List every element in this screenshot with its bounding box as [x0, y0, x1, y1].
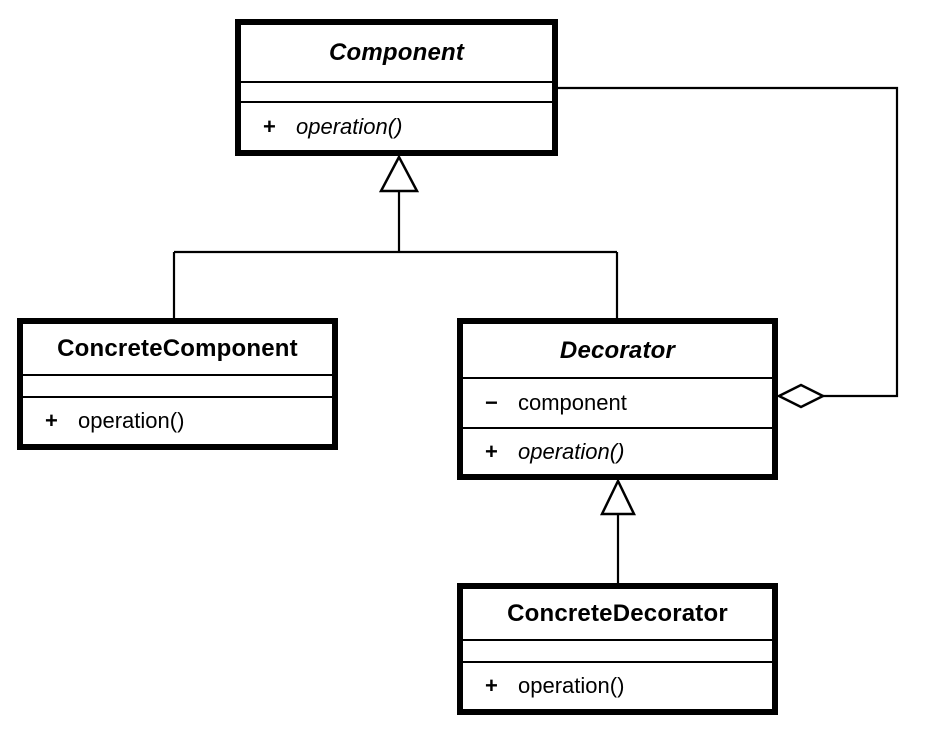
operations-compartment: + operation(): [463, 429, 772, 474]
operations-compartment: + operation(): [241, 103, 552, 150]
class-box-component: Component + operation(): [235, 19, 558, 156]
visibility-sign: +: [485, 673, 498, 698]
attributes-compartment: [241, 83, 552, 103]
attribute-row: − component: [463, 379, 772, 427]
operation-name: operation(): [296, 113, 403, 139]
attributes-compartment: − component: [463, 379, 772, 429]
attribute-name: component: [518, 390, 627, 415]
operation-row: + operation(): [241, 103, 552, 150]
generalization-lines: [172, 191, 619, 318]
visibility-sign: +: [263, 113, 276, 139]
class-box-concrete-component: ConcreteComponent + operation(): [17, 318, 338, 450]
operation-name: operation(): [78, 408, 185, 433]
visibility-sign: −: [485, 390, 498, 415]
operation-name: operation(): [518, 673, 625, 698]
aggregation-decorator-component: [558, 86, 899, 409]
class-title: ConcreteComponent: [23, 324, 332, 376]
class-title: Decorator: [463, 324, 772, 379]
aggregation-diamond-icon: [776, 383, 826, 409]
inheritance-triangle-icon: [378, 154, 420, 193]
class-box-decorator: Decorator − component + operation(): [457, 318, 778, 480]
class-title: ConcreteDecorator: [463, 589, 772, 641]
inheritance-triangle-icon: [600, 478, 636, 516]
operations-compartment: + operation(): [463, 663, 772, 709]
class-box-concrete-decorator: ConcreteDecorator + operation(): [457, 583, 778, 715]
operations-compartment: + operation(): [23, 398, 332, 444]
operation-name: operation(): [518, 438, 625, 464]
generalization-to-component: [172, 154, 619, 318]
visibility-sign: +: [485, 438, 498, 464]
operation-row: + operation(): [23, 398, 332, 444]
operation-row: + operation(): [463, 429, 772, 474]
class-title: Component: [241, 25, 552, 83]
operation-row: + operation(): [463, 663, 772, 709]
visibility-sign: +: [45, 408, 58, 433]
attributes-compartment: [463, 641, 772, 663]
attributes-compartment: [23, 376, 332, 398]
aggregation-line: [558, 86, 899, 398]
generalization-to-decorator: [600, 478, 636, 583]
